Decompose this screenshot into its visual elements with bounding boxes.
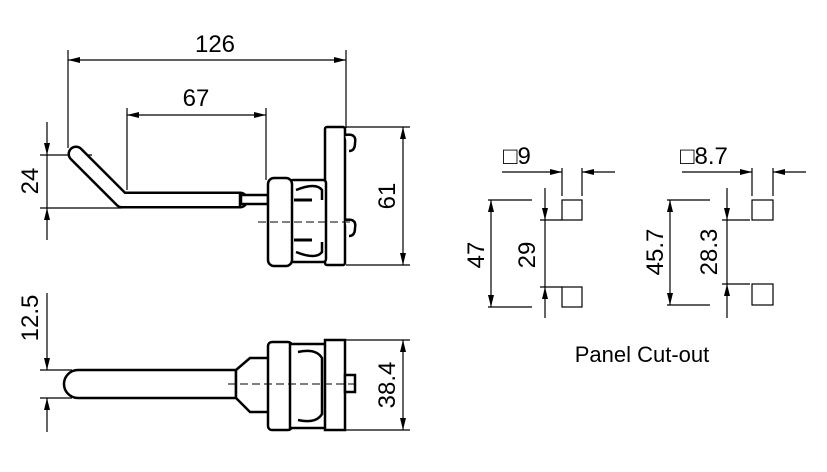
handle-rod-top xyxy=(62,368,238,400)
cutout-square xyxy=(751,199,774,221)
shaft xyxy=(239,193,270,206)
cutout-b: □8.7 45.7 28.3 xyxy=(642,143,806,318)
cutout-a-outer: 47 xyxy=(463,242,490,269)
base-plate-top xyxy=(323,338,347,432)
cutout-b-inner: 28.3 xyxy=(696,229,723,276)
cutout-square xyxy=(561,199,583,221)
cutout-a-square: □9 xyxy=(503,143,531,170)
knob xyxy=(266,176,294,268)
cutout-a: □9 47 29 xyxy=(463,143,615,318)
knob-top xyxy=(266,340,294,432)
dim-handle-diameter: 12.5 xyxy=(17,295,44,342)
cutout-square xyxy=(751,283,774,306)
side-view: 126 67 24 61 xyxy=(17,31,410,268)
dim-width: 38.4 xyxy=(374,362,401,409)
housing-detail xyxy=(295,184,324,258)
dim-height: 61 xyxy=(374,183,401,210)
dim-handle-offset: 24 xyxy=(17,168,44,195)
hook xyxy=(344,133,357,153)
cutout-b-square: □8.7 xyxy=(680,143,728,170)
housing-detail xyxy=(297,349,324,423)
dim-overall-length: 126 xyxy=(195,31,235,58)
base-plate xyxy=(323,125,347,267)
cutout-a-inner: 29 xyxy=(514,242,541,269)
hook xyxy=(344,218,357,238)
panel-cutout-caption: Panel Cut-out xyxy=(575,342,710,367)
cutout-square xyxy=(561,286,583,308)
handle-rod-inner xyxy=(70,148,246,206)
top-view: 12.5 38.4 xyxy=(17,293,410,432)
dim-handle-length: 67 xyxy=(183,85,210,112)
cutout-b-outer: 45.7 xyxy=(642,229,669,276)
